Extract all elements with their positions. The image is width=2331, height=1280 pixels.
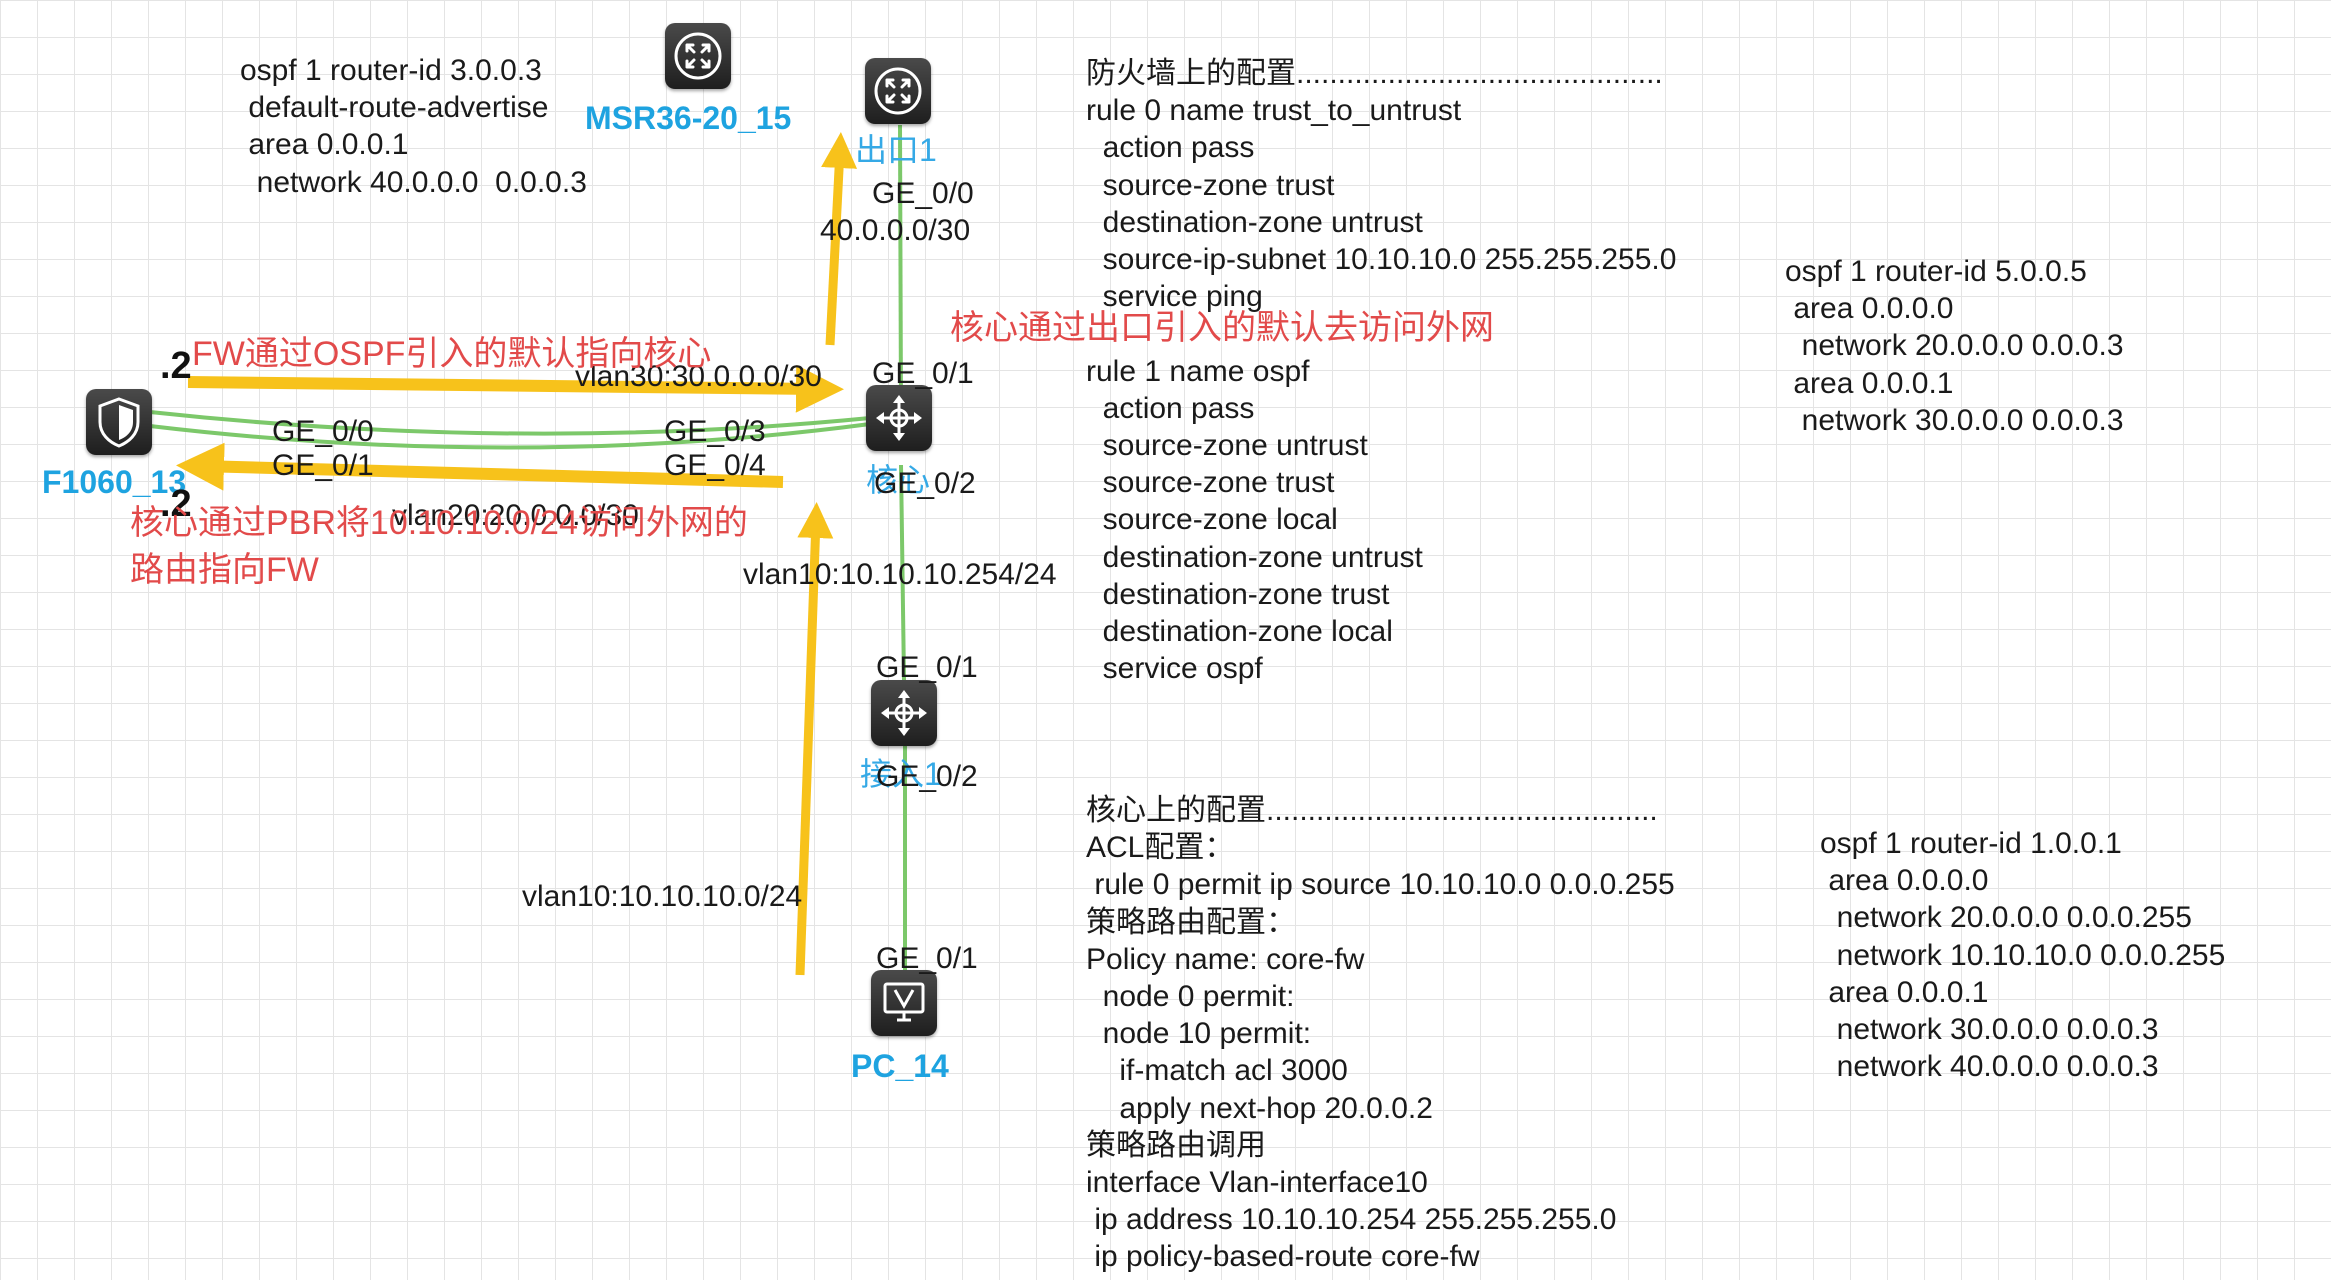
link-core-access bbox=[899, 464, 906, 681]
fw-config-line: source-zone untrust bbox=[1086, 429, 1368, 463]
link-exit-core bbox=[898, 124, 903, 416]
vlan10-subnet: vlan10:10.10.10.0/24 bbox=[522, 880, 803, 913]
fw-config-line: service ospf bbox=[1086, 652, 1263, 686]
fw-config-line: action pass bbox=[1086, 131, 1255, 165]
fw-config-line: source-ip-subnet 10.10.10.0 255.255.255.… bbox=[1086, 243, 1677, 277]
core-config-line: 策略路由配置： bbox=[1086, 905, 1296, 939]
arrow-core-to-exit bbox=[821, 132, 858, 346]
access-port-ge02: GE_0/2 bbox=[876, 760, 978, 793]
fw-config-line: source-zone trust bbox=[1086, 466, 1335, 500]
arrow-access-to-core bbox=[795, 502, 834, 976]
core-config-line: 核心上的配置..................................… bbox=[1086, 794, 1658, 827]
fw-ospf-line: network 20.0.0.0 0.0.0.3 bbox=[1785, 329, 2124, 363]
vlan10-gateway: vlan10:10.10.10.254/24 bbox=[743, 558, 1057, 591]
annotation-core-default: 核心通过出口引入的默认去访问外网 bbox=[950, 309, 1494, 347]
access-label: 接入1 bbox=[860, 756, 942, 792]
exit-router-icon[interactable] bbox=[865, 58, 931, 124]
core-port-ge03: GE_0/3 bbox=[664, 415, 766, 448]
fw-port-ge01: GE_0/1 bbox=[272, 449, 374, 482]
core-ospf-line: network 40.0.0.0 0.0.0.3 bbox=[1820, 1050, 2159, 1084]
pc-label: PC_14 bbox=[851, 1048, 949, 1084]
annotation-pbr-line2: 路由指向FW bbox=[130, 551, 319, 589]
core-ospf-config: ospf 1 router-id 1.0.0.1 area 0.0.0.0 ne… bbox=[1820, 825, 2225, 1085]
core-config-line: ACL配置： bbox=[1086, 831, 1235, 865]
fw-ospf-line: network 30.0.0.0 0.0.0.3 bbox=[1785, 403, 2124, 437]
link-fw-core-1 bbox=[149, 410, 871, 436]
fw-config-line: action pass bbox=[1086, 391, 1255, 425]
annotation-pbr-line1: 核心通过PBR将10.10.10.0/24访问外网的 bbox=[130, 504, 748, 542]
access-port-ge01: GE_0/1 bbox=[876, 651, 978, 684]
pc-icon[interactable] bbox=[871, 970, 937, 1036]
core-config-line: if-match acl 3000 bbox=[1086, 1054, 1348, 1088]
core-config-line: node 0 permit: bbox=[1086, 980, 1295, 1014]
exit-core-subnet: 40.0.0.0/30 bbox=[820, 214, 971, 247]
fw-config-line: rule 0 name trust_to_untrust bbox=[1086, 94, 1462, 128]
core-ospf-line: network 10.10.10.0 0.0.0.255 bbox=[1820, 938, 2226, 972]
core-config-line: ip policy-based-route core-fw bbox=[1086, 1240, 1480, 1274]
fw-config-line bbox=[1086, 315, 1676, 352]
core-ospf-line: area 0.0.0.1 bbox=[1820, 975, 1989, 1009]
core-config-line: Policy name: core-fw bbox=[1086, 942, 1365, 976]
core-ospf-line: area 0.0.0.0 bbox=[1820, 864, 1989, 898]
fw-ospf-line: area 0.0.0.1 bbox=[1785, 366, 1954, 400]
core-pbr-config: 核心上的配置..................................… bbox=[1086, 792, 1675, 1276]
exit-ospf-line: network 40.0.0.0 0.0.0.3 bbox=[240, 165, 587, 199]
exit-ospf-config: ospf 1 router-id 3.0.0.3 default-route-a… bbox=[240, 52, 587, 201]
fw-config-line: destination-zone untrust bbox=[1086, 540, 1423, 574]
core-config-line: apply next-hop 20.0.0.2 bbox=[1086, 1091, 1433, 1125]
fw-dot2-top: .2 bbox=[160, 345, 192, 387]
msr-label: MSR36-20_15 bbox=[585, 100, 792, 136]
fw-config-line: rule 1 name ospf bbox=[1086, 354, 1310, 388]
fw-config-line: destination-zone local bbox=[1086, 615, 1393, 649]
core-ospf-line: network 30.0.0.0 0.0.0.3 bbox=[1820, 1013, 2159, 1047]
core-config-line: 策略路由调用 bbox=[1086, 1128, 1266, 1162]
core-config-line: node 10 permit: bbox=[1086, 1017, 1312, 1051]
exit-ospf-line: default-route-advertise bbox=[240, 91, 549, 125]
core-config-line: rule 0 permit ip source 10.10.10.0 0.0.0… bbox=[1086, 868, 1675, 902]
fw-ospf-line: ospf 1 router-id 5.0.0.5 bbox=[1785, 255, 2087, 288]
core-port-ge04: GE_0/4 bbox=[664, 449, 766, 482]
fw-config-line: destination-zone trust bbox=[1086, 577, 1390, 611]
core-label: 核心 bbox=[866, 462, 931, 498]
core-port-ge02: GE_0/2 bbox=[874, 467, 976, 500]
fw-config-line: source-zone local bbox=[1086, 503, 1338, 537]
core-ospf-line: ospf 1 router-id 1.0.0.1 bbox=[1820, 827, 2122, 860]
exit-ospf-line: area 0.0.0.1 bbox=[240, 128, 409, 162]
vlan20-subnet: vlan20:20.0.0.0/30 bbox=[392, 499, 639, 532]
arrow-pbr-to-fw bbox=[176, 442, 784, 491]
fw-config-line: 防火墙上的配置.................................… bbox=[1086, 57, 1663, 90]
core-switch-icon[interactable] bbox=[866, 385, 932, 451]
fw-ospf-config: ospf 1 router-id 5.0.0.5 area 0.0.0.0 ne… bbox=[1785, 253, 2124, 439]
fw-config-line: service ping bbox=[1086, 280, 1263, 314]
fw-label: F1060_13 bbox=[42, 464, 187, 500]
link-fw-core-2 bbox=[149, 422, 871, 450]
pc-port-ge01: GE_0/1 bbox=[876, 942, 978, 975]
exit-ospf-line: ospf 1 router-id 3.0.0.3 bbox=[240, 54, 542, 87]
fw-port-ge00: GE_0/0 bbox=[272, 415, 374, 448]
annotation-fw-default: FW通过OSPF引入的默认指向核心 bbox=[192, 335, 712, 373]
fw-zone-config: 防火墙上的配置.................................… bbox=[1086, 55, 1676, 687]
exit-port-ge00: GE_0/0 bbox=[872, 177, 974, 210]
fw-config-line: destination-zone untrust bbox=[1086, 205, 1423, 239]
exit-label: 出口1 bbox=[855, 132, 937, 168]
firewall-icon[interactable] bbox=[86, 389, 152, 455]
fw-ospf-line: area 0.0.0.0 bbox=[1785, 292, 1954, 326]
vlan30-subnet: vlan30:30.0.0.0/30 bbox=[575, 360, 822, 393]
core-config-line: ip address 10.10.10.254 255.255.255.0 bbox=[1086, 1203, 1617, 1237]
core-ospf-line: network 20.0.0.0 0.0.0.255 bbox=[1820, 901, 2192, 935]
fw-config-line: source-zone trust bbox=[1086, 168, 1335, 202]
core-port-ge01: GE_0/1 bbox=[872, 357, 974, 390]
access-switch-icon[interactable] bbox=[871, 680, 937, 746]
msr-router-icon[interactable] bbox=[665, 23, 731, 89]
fw-dot2-bottom: .2 bbox=[160, 483, 192, 525]
arrow-default-to-core bbox=[187, 364, 844, 413]
core-config-line: interface Vlan-interface10 bbox=[1086, 1166, 1428, 1200]
